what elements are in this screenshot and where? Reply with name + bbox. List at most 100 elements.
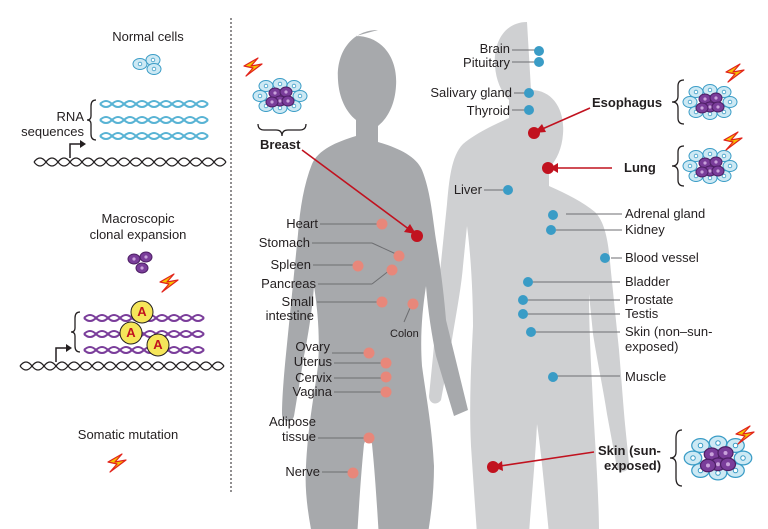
- dot-salivary: [524, 88, 534, 98]
- dot-bladder: [523, 277, 533, 287]
- uterus-label: Uterus: [293, 354, 332, 369]
- dot-brain: [534, 46, 544, 56]
- skin-non-sun-label-2: exposed): [625, 339, 679, 354]
- dot-vagina: [380, 386, 392, 398]
- rna-brace: [86, 99, 97, 141]
- testis-label: Testis: [625, 306, 659, 321]
- somatic-mutation-bolt-icon: [107, 453, 127, 473]
- skin-sun-label-1: Skin (sun-: [598, 443, 661, 458]
- transcription-arrow-2: [55, 347, 66, 362]
- male-leader-lines: [512, 49, 622, 377]
- lung-brace: [671, 145, 685, 187]
- skin-non-sun-label-1: Skin (non–sun-: [625, 324, 713, 339]
- dot-ovary: [363, 347, 375, 359]
- nerve-label: Nerve: [285, 464, 320, 479]
- vagina-label: Vagina: [292, 384, 332, 399]
- dna-helix-1: [33, 157, 227, 167]
- clone-cells-icon: [127, 251, 153, 274]
- bladder-label: Bladder: [625, 274, 670, 289]
- dot-spleen: [352, 260, 364, 272]
- dot-kidney: [546, 225, 556, 235]
- female-body-silhouette: [282, 30, 468, 529]
- lung-bolt-icon: [723, 131, 743, 151]
- dot-stomach: [393, 250, 405, 262]
- dna-helix-2: [19, 361, 225, 371]
- dot-testis: [518, 309, 528, 319]
- rna-label-line1: RNA: [56, 109, 84, 124]
- breast-bolt-icon: [243, 57, 263, 77]
- mutation-letter-3: A: [153, 337, 163, 352]
- dot-skin-sun-site: [487, 461, 499, 473]
- female-leader-lines: [312, 223, 411, 473]
- mutant-rna-brace: [70, 311, 81, 353]
- mutation-letter-2: A: [126, 325, 136, 340]
- dot-lung-site: [542, 162, 554, 174]
- dot-small-intestine: [376, 296, 388, 308]
- brain-label: Brain: [479, 41, 510, 56]
- lung-cluster-icon: [683, 149, 737, 184]
- colon-label: Colon: [390, 328, 419, 340]
- transcription-arrow-1: [69, 143, 80, 158]
- lung-label: Lung: [624, 160, 656, 175]
- dot-breast-site: [411, 230, 423, 242]
- dot-pancreas: [386, 264, 398, 276]
- rna-strands: [99, 100, 209, 140]
- mutation-site-dots: [411, 127, 554, 473]
- dot-heart: [376, 218, 388, 230]
- clone-bolt-icon: [159, 273, 179, 293]
- dot-cervix: [380, 371, 392, 383]
- dot-uterus: [380, 357, 392, 369]
- dot-prostate: [518, 295, 528, 305]
- breast-brace: [257, 123, 307, 137]
- female-tissue-dots: [347, 218, 419, 479]
- pancreas-label: Pancreas: [261, 276, 316, 291]
- prostate-label: Prostate: [625, 292, 674, 307]
- somatic-mutation-label: Somatic mutation: [77, 427, 179, 442]
- dot-nerve: [347, 467, 359, 479]
- pituitary-label: Pituitary: [463, 55, 510, 70]
- mutation-markers: [119, 300, 170, 357]
- adipose-label-2: tissue: [282, 429, 316, 444]
- kidney-label: Kidney: [625, 222, 665, 237]
- male-body-silhouette: [429, 22, 629, 529]
- normal-cells-label: Normal cells: [112, 29, 184, 44]
- spleen-label: Spleen: [270, 257, 311, 272]
- salivary-label: Salivary gland: [430, 85, 512, 100]
- dot-skin-non-sun: [526, 327, 536, 337]
- mutation-letter-1: A: [137, 304, 147, 319]
- mutation-arrows: [301, 107, 612, 471]
- dot-adrenal: [548, 210, 558, 220]
- dot-colon: [407, 298, 419, 310]
- skin-sun-cluster-icon: [684, 436, 752, 480]
- esophagus-brace: [671, 79, 685, 125]
- rna-label-line2: sequences: [21, 124, 84, 139]
- cervix-label: Cervix: [295, 370, 332, 385]
- stomach-label: Stomach: [258, 235, 310, 250]
- dot-liver: [503, 185, 513, 195]
- ovary-label: Ovary: [295, 339, 330, 354]
- dot-muscle: [548, 372, 558, 382]
- breast-cluster-icon: [253, 79, 307, 114]
- dot-adipose: [363, 432, 375, 444]
- small-intestine-label-2: intestine: [265, 308, 314, 323]
- adrenal-label: Adrenal gland: [625, 206, 706, 221]
- normal-cells-icon: [132, 54, 162, 75]
- dot-pituitary: [534, 57, 544, 67]
- esophagus-label: Esophagus: [592, 95, 663, 110]
- skin-sun-label-2: exposed): [604, 458, 662, 473]
- breast-label: Breast: [260, 137, 301, 152]
- adipose-label-1: Adipose: [269, 414, 316, 429]
- thyroid-label: Thyroid: [466, 103, 510, 118]
- esophagus-bolt-icon: [725, 63, 745, 83]
- heart-label: Heart: [286, 216, 318, 231]
- blood-vessel-label: Blood vessel: [625, 250, 699, 265]
- clonal-label-line2: clonal expansion: [89, 227, 187, 242]
- male-tissue-dots: [503, 46, 610, 382]
- muscle-label: Muscle: [625, 369, 667, 384]
- dot-esophagus-site: [528, 127, 540, 139]
- skin-sun-brace: [669, 429, 683, 487]
- liver-label: Liver: [453, 182, 482, 197]
- clonal-label-line1: Macroscopic: [101, 211, 175, 226]
- dot-thyroid: [524, 105, 534, 115]
